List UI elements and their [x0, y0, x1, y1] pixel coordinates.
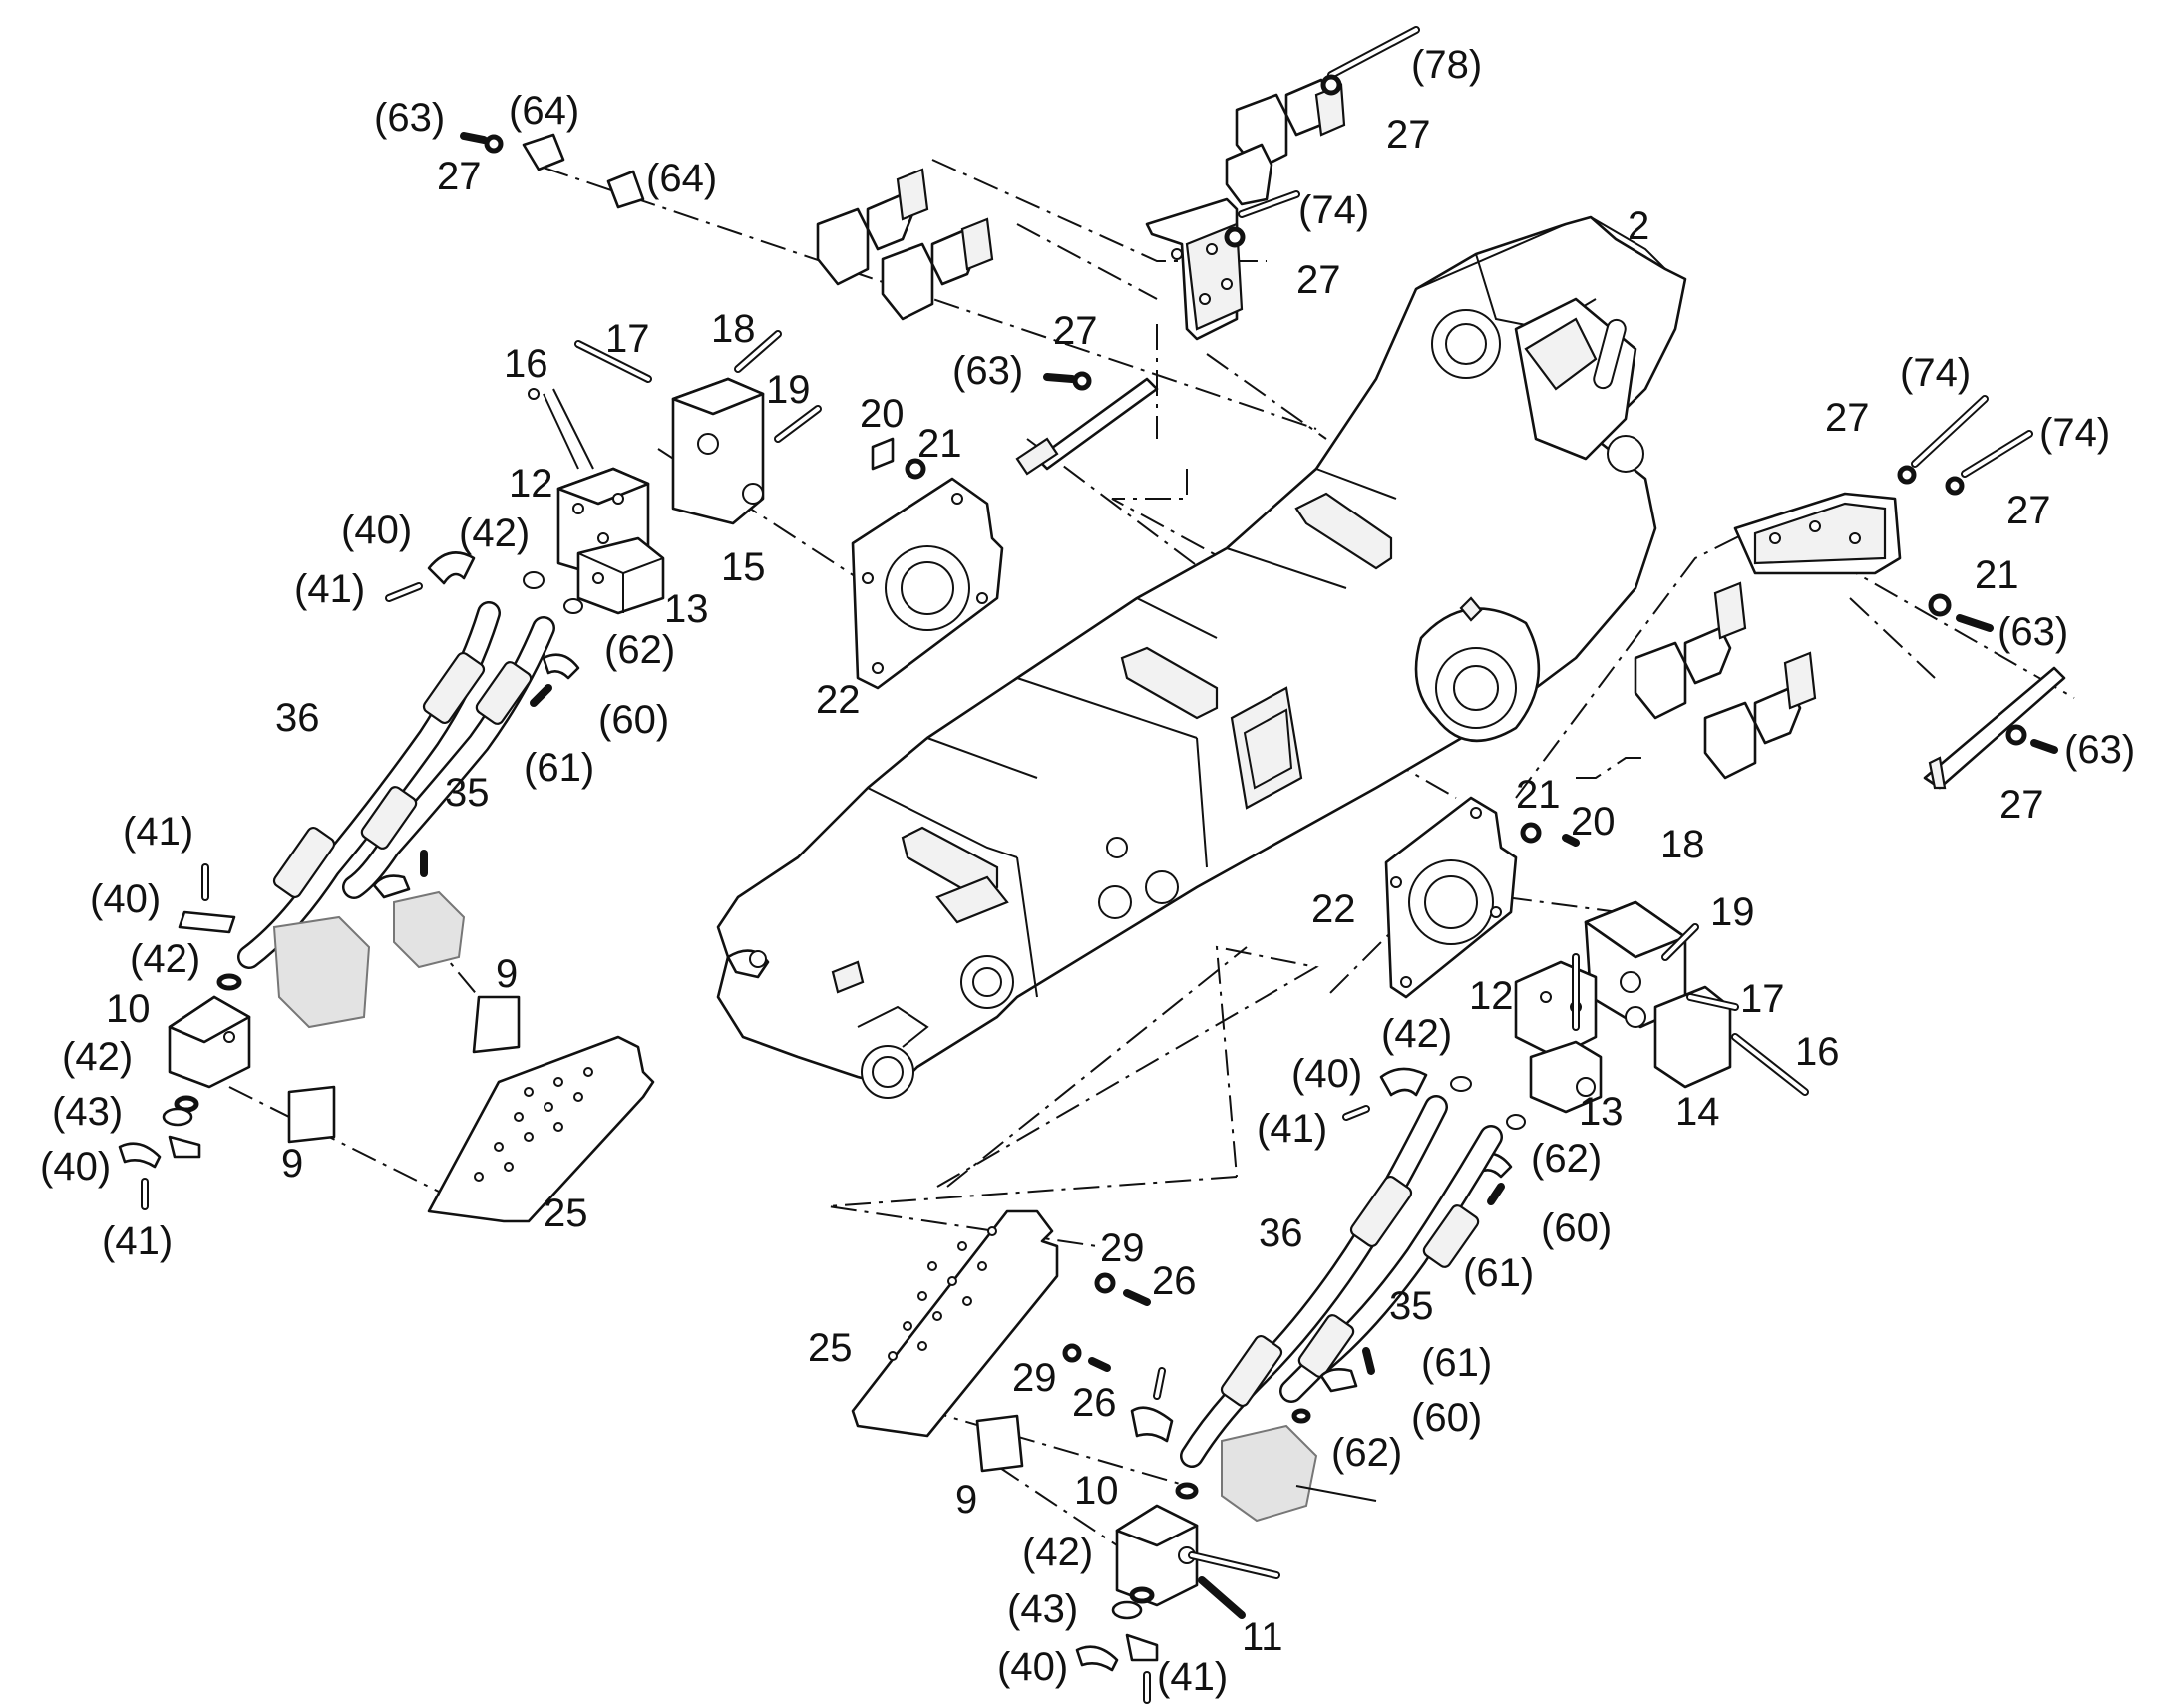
right-valve-assembly: [1342, 900, 1809, 1205]
label-25: 25: [544, 1192, 588, 1235]
label-27: 27: [2006, 489, 2051, 532]
label-13: 13: [1579, 1090, 1624, 1134]
label-15: 15: [721, 545, 766, 589]
label-27: 27: [1999, 783, 2044, 827]
label-27: 27: [1053, 309, 1098, 353]
label-20: 20: [860, 392, 905, 436]
label-61: (61): [524, 746, 594, 790]
main-boom-frame: [716, 215, 1687, 1099]
label-62: (62): [1531, 1137, 1602, 1181]
label-64: (64): [509, 89, 579, 133]
label-27: 27: [1825, 396, 1870, 440]
part-labels: 2 (78) 27 (74) 27 (63) (64) 27 (64) 27 (…: [40, 43, 2135, 1699]
label-41: (41): [294, 567, 365, 611]
label-40: (40): [997, 1645, 1068, 1689]
label-10: 10: [106, 987, 151, 1031]
label-60: (60): [1541, 1206, 1612, 1250]
label-42: (42): [1022, 1531, 1093, 1574]
label-18: 18: [711, 307, 756, 351]
label-61: (61): [1421, 1341, 1492, 1385]
label-40: (40): [1291, 1052, 1362, 1096]
label-18: 18: [1660, 823, 1705, 866]
label-16: 16: [1795, 1030, 1840, 1074]
label-40: (40): [90, 877, 161, 921]
label-20: 20: [1571, 800, 1616, 844]
label-12: 12: [509, 462, 553, 506]
label-63: (63): [374, 96, 445, 140]
label-40: (40): [341, 509, 412, 552]
label-60: (60): [1411, 1396, 1482, 1440]
label-12: 12: [1469, 974, 1514, 1018]
left-valve-assembly: [385, 330, 822, 707]
right-lower-assembly: [851, 1209, 1377, 1704]
label-29: 29: [1012, 1356, 1057, 1400]
label-25: 25: [808, 1326, 853, 1370]
label-61: (61): [1463, 1251, 1534, 1295]
label-35: 35: [445, 771, 490, 815]
label-17: 17: [1740, 977, 1785, 1021]
label-40: (40): [40, 1145, 111, 1189]
label-26: 26: [1152, 1259, 1197, 1303]
label-22: 22: [816, 678, 861, 722]
label-42: (42): [130, 937, 200, 981]
label-63: (63): [1998, 610, 2068, 654]
label-35: 35: [1389, 1284, 1434, 1328]
label-42: (42): [1381, 1012, 1452, 1056]
label-19: 19: [766, 368, 811, 412]
label-9: 9: [496, 952, 518, 996]
label-29: 29: [1100, 1226, 1145, 1270]
label-19: 19: [1710, 890, 1755, 934]
left-hoses: [237, 601, 555, 969]
label-22: 22: [1311, 887, 1356, 931]
top-clamp-assembly: [460, 26, 1420, 476]
label-78: (78): [1411, 43, 1482, 87]
label-41: (41): [123, 810, 193, 854]
label-74: (74): [1900, 351, 1971, 395]
label-21: 21: [917, 422, 962, 466]
label-63: (63): [2064, 728, 2135, 772]
label-42: (42): [62, 1035, 133, 1079]
label-27: 27: [1386, 113, 1431, 157]
label-41: (41): [1157, 1655, 1228, 1699]
label-74: (74): [2039, 411, 2110, 455]
label-41: (41): [1257, 1107, 1327, 1151]
label-21: 21: [1516, 773, 1561, 817]
label-63: (63): [952, 349, 1023, 393]
label-62: (62): [1331, 1431, 1402, 1475]
label-74: (74): [1298, 188, 1369, 232]
label-21: 21: [1975, 553, 2019, 597]
label-60: (60): [598, 698, 669, 742]
left-lower-assembly: [118, 850, 655, 1223]
label-27: 27: [437, 155, 482, 198]
label-43: (43): [52, 1090, 123, 1134]
label-62: (62): [604, 628, 675, 672]
right-hoses: [1180, 1095, 1503, 1468]
label-9: 9: [281, 1142, 303, 1186]
label-26: 26: [1072, 1381, 1117, 1425]
label-36: 36: [1259, 1211, 1303, 1255]
left-mount-plate: [851, 437, 1004, 690]
label-2: 2: [1628, 204, 1649, 248]
label-10: 10: [1074, 1469, 1119, 1513]
label-11: 11: [1242, 1615, 1283, 1659]
label-16: 16: [504, 342, 548, 386]
label-42: (42): [459, 512, 530, 555]
label-14: 14: [1675, 1090, 1720, 1134]
right-mount-plate: [1384, 796, 1580, 999]
right-clamp-assembly: [1634, 395, 2066, 790]
label-17: 17: [605, 317, 650, 361]
label-27: 27: [1296, 258, 1341, 302]
label-41: (41): [102, 1219, 173, 1263]
label-43: (43): [1007, 1587, 1078, 1631]
label-9: 9: [955, 1478, 977, 1522]
label-64: (64): [646, 157, 717, 200]
label-13: 13: [664, 587, 709, 631]
label-36: 36: [275, 696, 320, 740]
